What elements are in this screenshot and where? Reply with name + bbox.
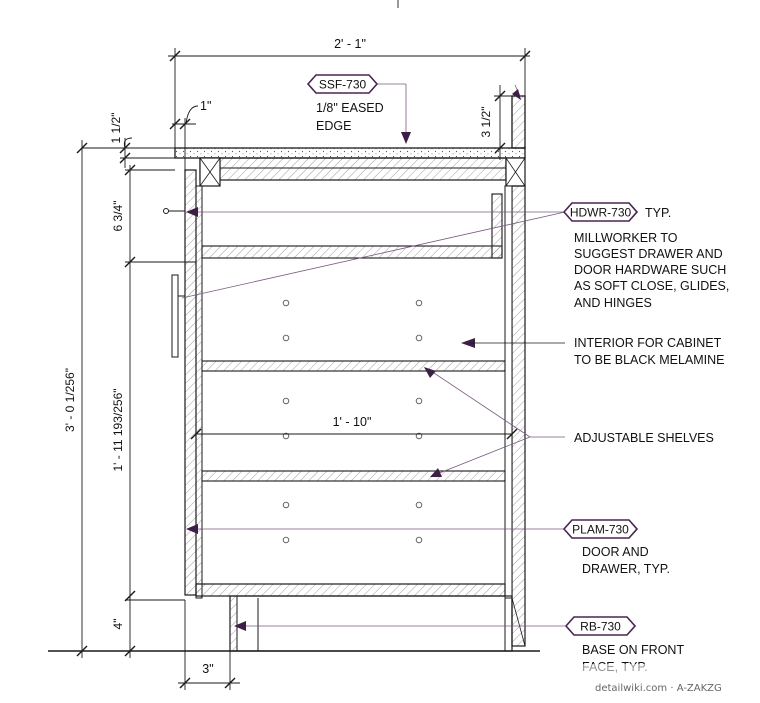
leader-arrows: [186, 89, 521, 631]
svg-text:HDWR-730: HDWR-730: [570, 206, 632, 220]
watermark: detailwiki.com · A-ZAKZG: [595, 683, 722, 694]
tag-hdwr: HDWR-730: [562, 202, 639, 222]
svg-text:TO BE BLACK MELAMINE: TO BE BLACK MELAMINE: [574, 353, 725, 367]
note-hdwr-typ: TYP.: [645, 206, 671, 220]
shelf-pin-holes: [282, 299, 423, 544]
note-ssf-line2: EDGE: [316, 119, 351, 133]
countertop: [174, 147, 526, 159]
svg-text:SSF-730: SSF-730: [319, 78, 367, 92]
sub-top: [199, 157, 507, 181]
tag-rb: RB-730: [564, 616, 637, 636]
note-ssf-line1: 1/8" EASED: [316, 101, 384, 115]
dimension-lines: [76, 48, 531, 690]
dim-cabinet-height: 1' - 11 193/256": [111, 388, 125, 471]
note-interior: INTERIOR FOR CABINET TO BE BLACK MELAMIN…: [574, 336, 725, 367]
svg-text:MILLWORKER TO: MILLWORKER TO: [574, 231, 678, 245]
drawer-knob: [163, 208, 169, 214]
svg-text:DRAWER, TYP.: DRAWER, TYP.: [582, 562, 670, 576]
dim-overall-width: 2' - 1": [334, 37, 366, 51]
drawer-box: [201, 245, 503, 259]
front-panel: [195, 185, 203, 599]
tag-ssf: SSF-730: [306, 74, 379, 94]
toe-kick-base: [229, 595, 513, 652]
note-shelves: ADJUSTABLE SHELVES: [574, 431, 714, 445]
svg-text:DOOR AND: DOOR AND: [582, 545, 649, 559]
svg-text:RB-730: RB-730: [580, 620, 621, 634]
cabinet-body: [48, 95, 540, 652]
svg-text:PLAM-730: PLAM-730: [572, 523, 629, 537]
door-pull: [171, 274, 179, 358]
backsplash: [511, 95, 526, 149]
svg-text:DOOR HARDWARE SUCH: DOOR HARDWARE SUCH: [574, 263, 726, 277]
dim-base-height: 4": [111, 619, 125, 630]
dim-overhang: 1": [200, 99, 211, 113]
dim-backsplash: 3 1/2": [479, 107, 493, 138]
svg-text:AS SOFT CLOSE, GLIDES,: AS SOFT CLOSE, GLIDES,: [574, 279, 729, 293]
shelf-upper: [201, 360, 506, 372]
dim-top-thickness: 1 1/2": [109, 113, 123, 144]
dim-total-height: 3' - 0 1/256": [63, 368, 77, 432]
svg-text:SUGGEST DRAWER AND: SUGGEST DRAWER AND: [574, 247, 723, 261]
svg-text:INTERIOR FOR CABINET: INTERIOR FOR CABINET: [574, 336, 722, 350]
drawer-back: [491, 193, 503, 259]
dim-interior-width: 1' - 10": [333, 415, 372, 429]
note-hdwr: MILLWORKER TO SUGGEST DRAWER AND DOOR HA…: [574, 231, 729, 310]
svg-text:AND HINGES: AND HINGES: [574, 296, 652, 310]
cabinet-bottom: [195, 583, 506, 597]
dim-toe-kick: 3": [202, 662, 213, 676]
note-plam: DOOR AND DRAWER, TYP.: [582, 545, 670, 576]
leader-lines: [181, 83, 566, 627]
svg-text:BASE ON FRONT: BASE ON FRONT: [582, 643, 684, 657]
dim-drawer-height: 6 3/4": [111, 201, 125, 232]
back-panel: [511, 185, 526, 647]
tag-plam: PLAM-730: [562, 519, 639, 539]
shelf-lower: [201, 470, 506, 482]
